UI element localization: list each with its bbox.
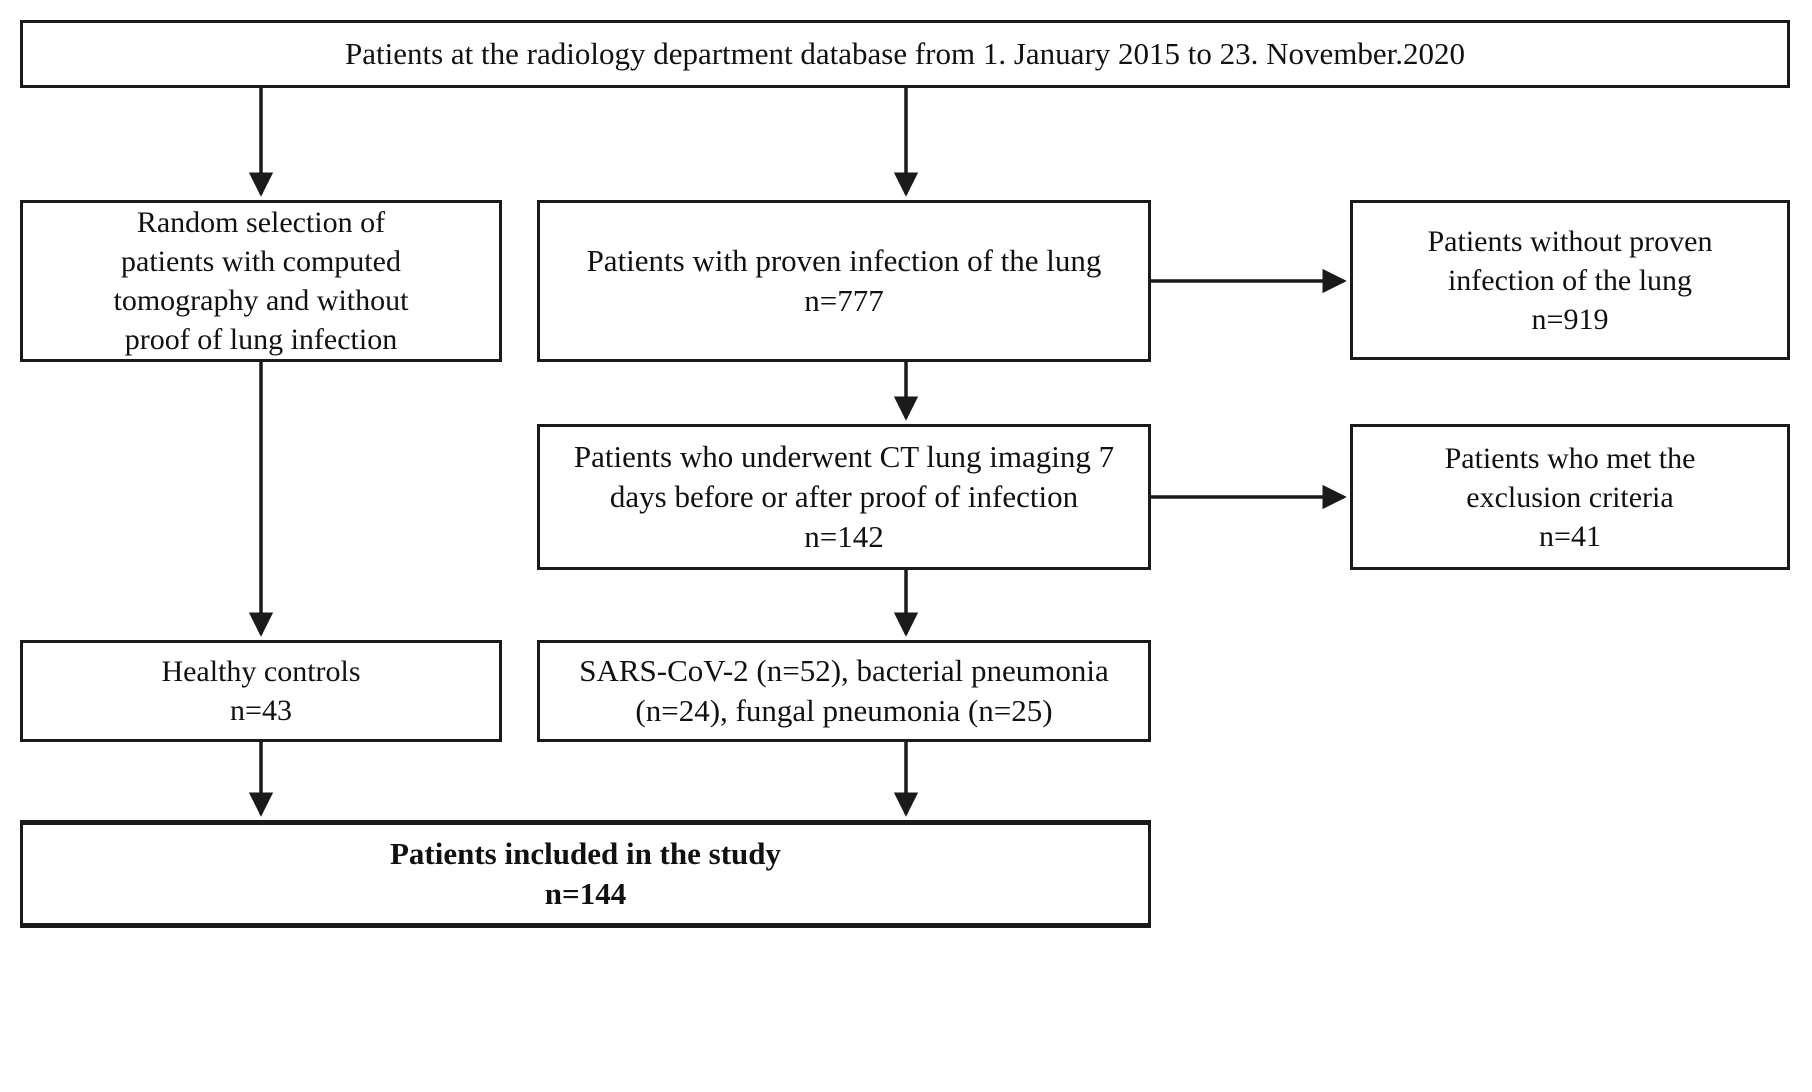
node-ct-imaging[interactable]: Patients who underwent CT lung imaging 7…	[537, 424, 1151, 570]
node-exclusion-criteria-label: Patients who met the exclusion criteria …	[1444, 441, 1696, 553]
node-diagnosis-groups-label: SARS-CoV-2 (n=52), bacterial pneumonia (…	[579, 652, 1109, 728]
node-ct-imaging-label: Patients who underwent CT lung imaging 7…	[573, 438, 1115, 555]
node-database[interactable]: Patients at the radiology department dat…	[20, 20, 1790, 88]
node-diagnosis-groups[interactable]: SARS-CoV-2 (n=52), bacterial pneumonia (…	[537, 640, 1151, 742]
node-exclusion-criteria[interactable]: Patients who met the exclusion criteria …	[1350, 424, 1790, 570]
node-without-proven-infection[interactable]: Patients without proven infection of the…	[1350, 200, 1790, 360]
node-proven-infection[interactable]: Patients with proven infection of the lu…	[537, 200, 1151, 362]
node-random-selection-label: Random selection of patients with comput…	[113, 206, 409, 356]
node-without-proven-infection-label: Patients without proven infection of the…	[1427, 224, 1713, 336]
node-proven-infection-label: Patients with proven infection of the lu…	[586, 242, 1102, 318]
node-included-in-study[interactable]: Patients included in the study n=144	[20, 820, 1151, 928]
node-healthy-controls[interactable]: Healthy controls n=43	[20, 640, 502, 742]
node-included-in-study-label: Patients included in the study n=144	[389, 835, 781, 911]
node-healthy-controls-label: Healthy controls n=43	[161, 655, 361, 727]
node-random-selection[interactable]: Random selection of patients with comput…	[20, 200, 502, 362]
node-database-label: Patients at the radiology department dat…	[344, 35, 1466, 71]
